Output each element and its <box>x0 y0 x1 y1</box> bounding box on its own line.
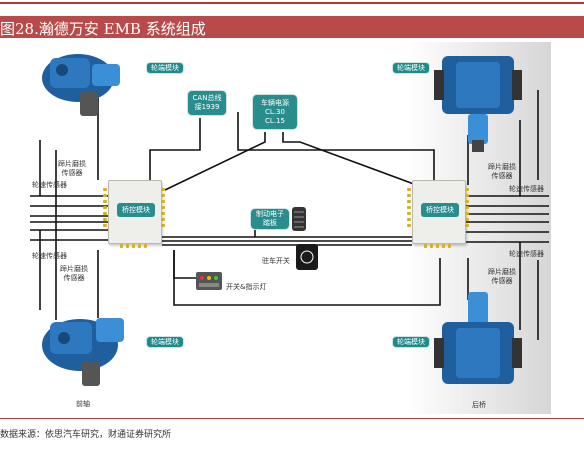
pad-sensor-top-left: 蹄片磨损 传感器 <box>58 160 86 177</box>
parking-switch-label: 驻车开关 <box>262 257 290 265</box>
vehicle-power-box: 车辆电源 CL.30 CL.15 <box>252 94 298 130</box>
pad-sensor-bottom-left: 蹄片磨损 传感器 <box>60 265 88 282</box>
ecu-right-label: 桥控模块 <box>421 203 459 217</box>
axle-control-module-right: 桥控模块 <box>412 180 466 244</box>
wire-can-right <box>237 112 435 185</box>
wire-can-left <box>149 118 201 185</box>
wire-power-right <box>282 132 431 191</box>
speed-sensor-top-left: 轮速传感器 <box>32 181 67 189</box>
ecu-right-pins-bottom <box>424 244 454 248</box>
wire-bottom <box>173 250 441 306</box>
front-left-caliper <box>42 54 120 116</box>
ecu-left-label: 桥控模块 <box>117 203 155 217</box>
wire-power-left <box>164 132 266 191</box>
figure-title: 图28.瀚德万安 EMB 系统组成 <box>0 20 206 38</box>
footer-rule <box>0 418 584 419</box>
ecu-left-pins-right <box>161 188 165 230</box>
rear-top-drum-actuator <box>434 56 522 152</box>
axle-control-module-left: 桥控模块 <box>108 180 162 244</box>
wheel-module-tag-top-left: 轮端模块 <box>146 62 184 74</box>
wheel-module-tag-bottom-right: 轮端模块 <box>392 336 430 348</box>
ecu-left-pins-bottom <box>120 244 150 248</box>
parking-switch <box>296 244 318 270</box>
can-bus-box: CAN总线 接1939 <box>187 90 227 116</box>
wheel-module-tag-bottom-left: 轮端模块 <box>146 336 184 348</box>
rear-axle-label: 后桥 <box>472 401 486 409</box>
figure-title-bar: 图28.瀚德万安 EMB 系统组成 <box>0 16 584 38</box>
speed-sensor-bottom-right: 轮速传感器 <box>509 250 544 258</box>
speed-sensor-top-right: 轮速传感器 <box>509 185 544 193</box>
switch-lamp-panel <box>196 272 222 290</box>
brake-pedal-box: 制动电子 踏板 <box>250 208 290 230</box>
speed-sensor-bottom-left: 轮速传感器 <box>32 252 67 260</box>
ecu-right-pins-right <box>465 188 469 230</box>
pad-sensor-bottom-right: 蹄片磨损 传感器 <box>488 268 516 285</box>
front-axle-label: 前轴 <box>76 400 90 408</box>
rear-left-caliper <box>42 318 124 386</box>
ecu-right-pins-left <box>407 188 411 230</box>
wheel-module-tag-top-right: 轮端模块 <box>392 62 430 74</box>
rear-bottom-drum-actuator <box>434 292 522 384</box>
top-rule <box>0 2 584 4</box>
pedal-tread <box>292 207 306 231</box>
pad-sensor-top-right: 蹄片磨损 传感器 <box>488 163 516 180</box>
source-note: 数据来源：依思汽车研究，财通证券研究所 <box>0 430 172 440</box>
switch-lamp-label: 开关&指示灯 <box>226 283 267 291</box>
wiring <box>30 90 549 340</box>
ecu-left-pins-left <box>103 188 107 230</box>
